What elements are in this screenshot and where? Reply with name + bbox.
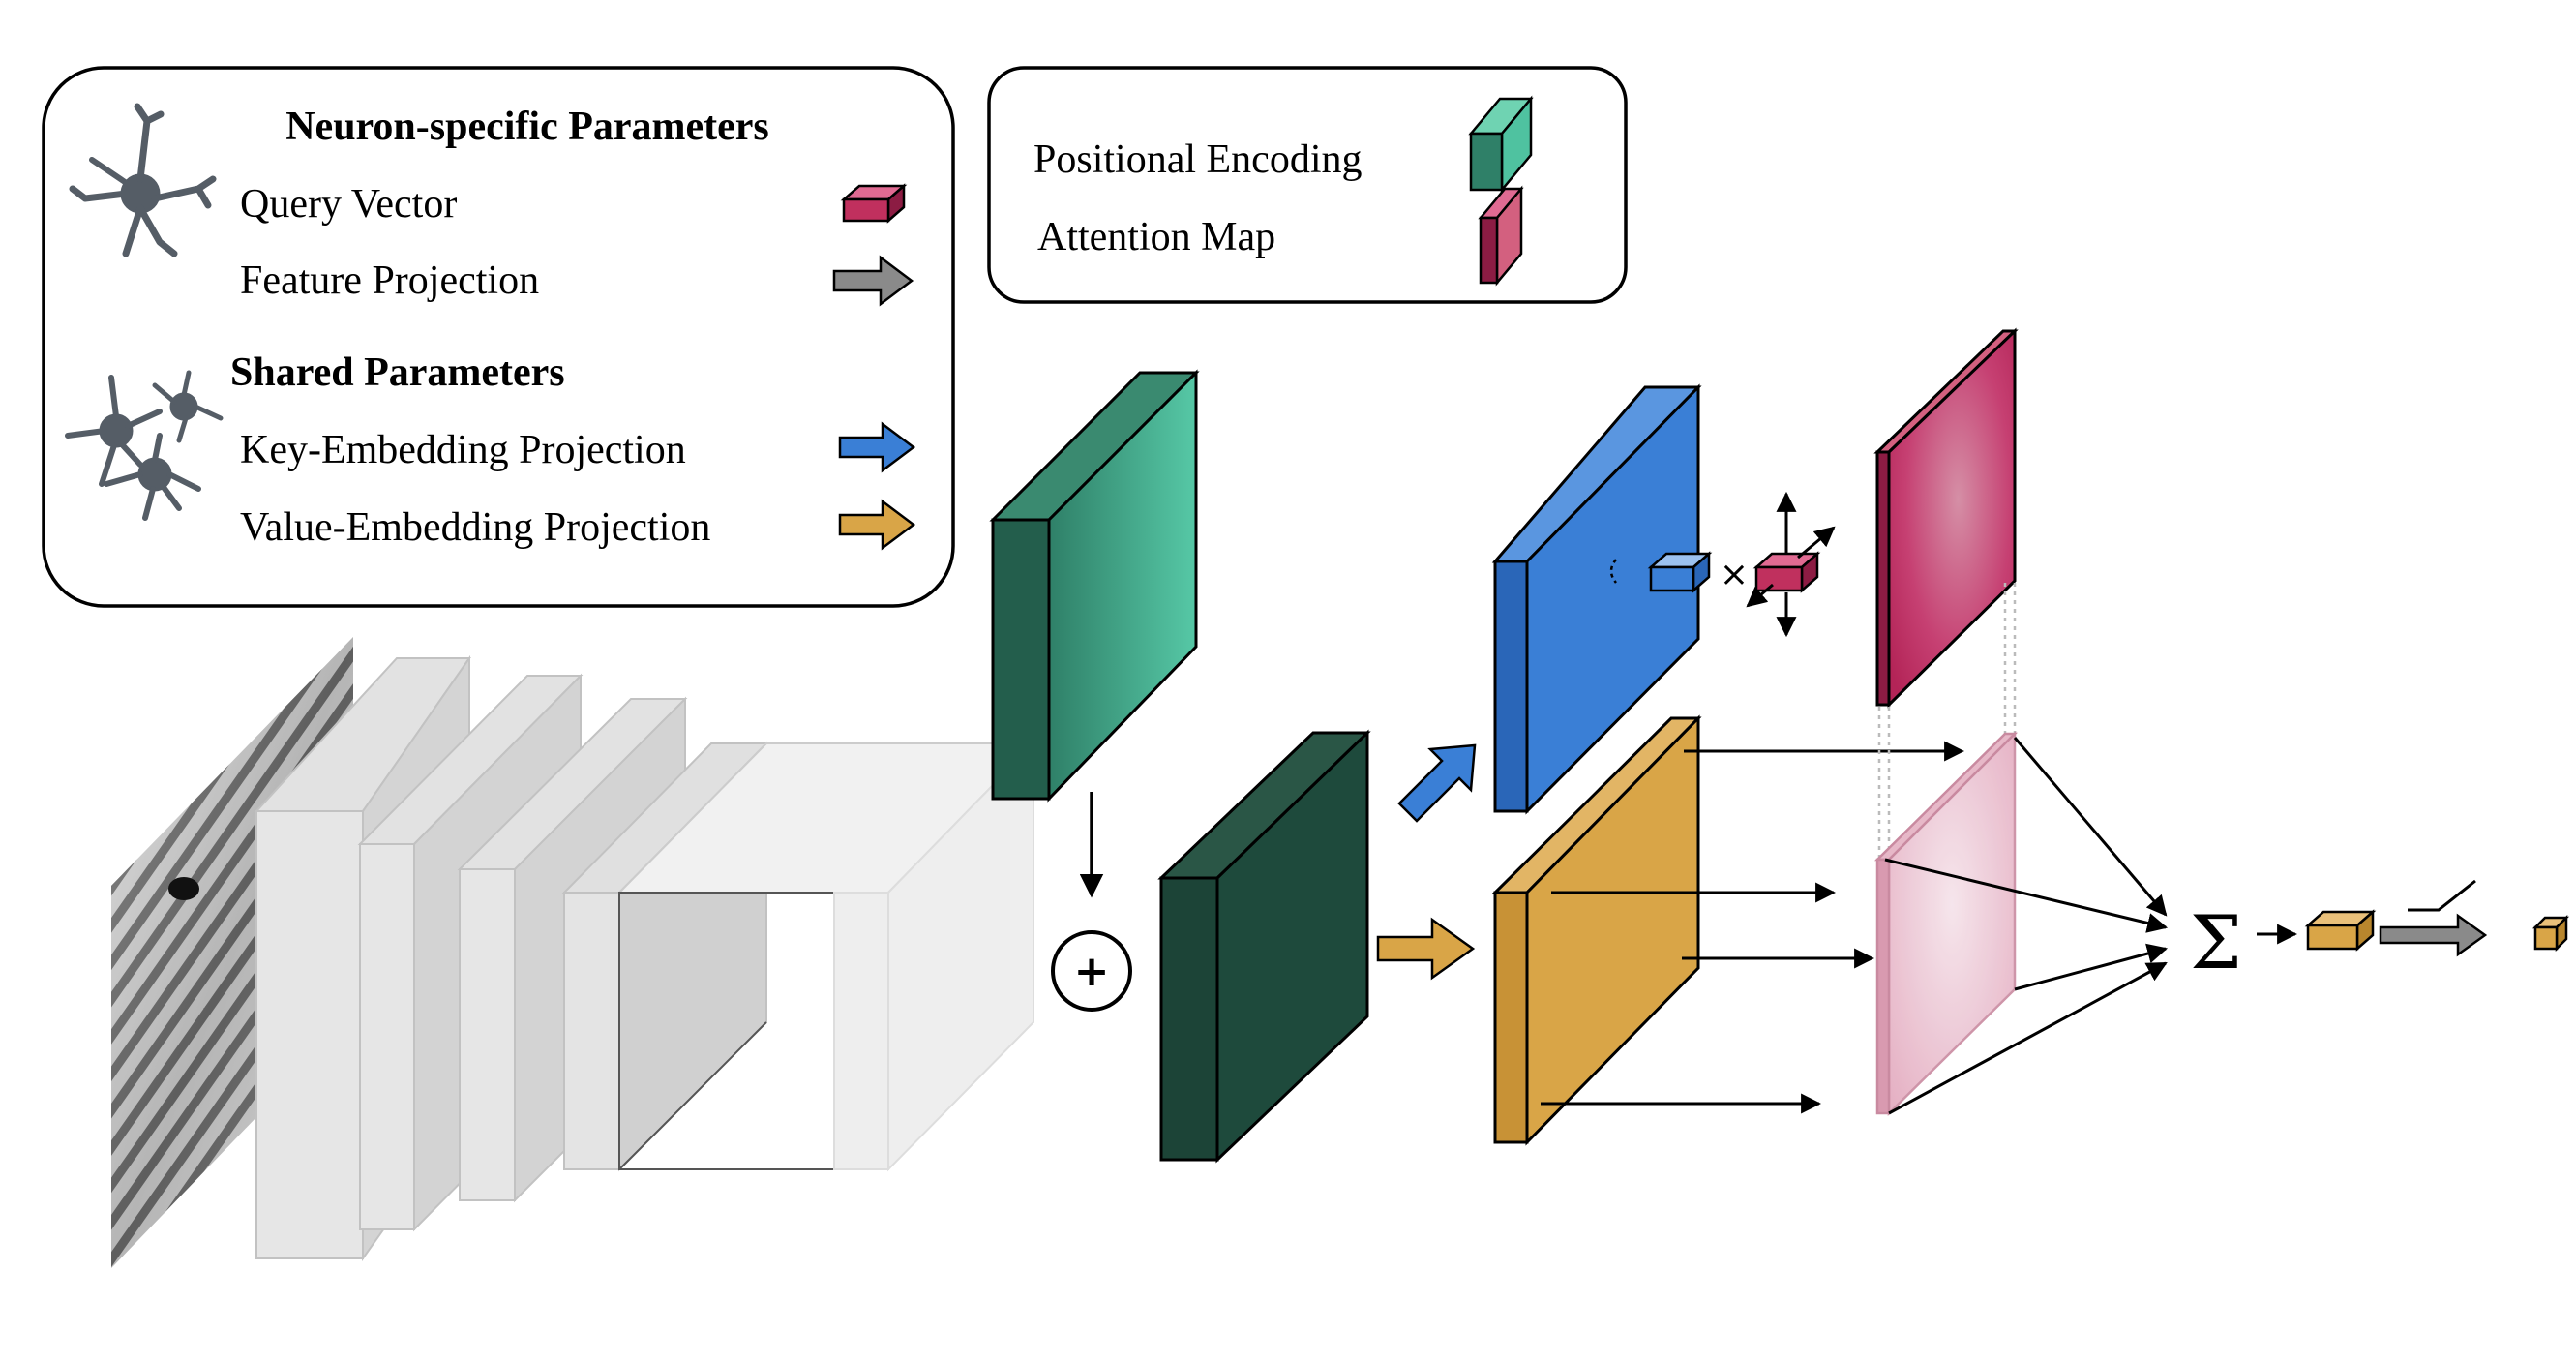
key-embedding-block xyxy=(1491,383,1702,815)
neuron-output xyxy=(2531,914,2570,953)
feature-projection-arrow-icon xyxy=(832,255,914,307)
cnn-block-5 xyxy=(616,741,1036,1172)
combined-feature-block xyxy=(1157,729,1371,1164)
legend-left-box: Neuron-specific Parameters Query Vector … xyxy=(42,66,955,608)
value-embedding-label: Value-Embedding Projection xyxy=(240,505,710,550)
positional-encoding-label: Positional Encoding xyxy=(1033,137,1363,182)
attention-map-label: Attention Map xyxy=(1037,215,1275,259)
query-vector-icon xyxy=(840,183,908,224)
key-vector-icon xyxy=(1647,551,1713,593)
positional-encoding-block xyxy=(989,369,1200,803)
key-projection-arrow xyxy=(1397,743,1477,823)
times-symbol: × xyxy=(1720,555,1749,594)
attention-map-icon xyxy=(1478,185,1524,287)
shared-neurons-icon xyxy=(65,370,224,521)
query-vector-label: Query Vector xyxy=(240,182,457,227)
add-operator: + xyxy=(1051,930,1132,1012)
sum-arrows xyxy=(1884,737,2169,1115)
tiger-eye-icon xyxy=(168,877,199,900)
plus-symbol: + xyxy=(1074,947,1110,996)
attention-projection-lines xyxy=(1877,583,2017,860)
value-embedding-arrow-icon xyxy=(838,499,916,551)
value-embedding-block xyxy=(1491,714,1702,1146)
cnn-core xyxy=(254,654,1036,1262)
weighted-attention-block xyxy=(1873,730,2019,1116)
aggregated-feature-vector xyxy=(2304,909,2377,952)
attention-map-block xyxy=(1873,327,2019,709)
key-embedding-label: Key-Embedding Projection xyxy=(240,428,686,472)
sum-symbol: Σ xyxy=(2190,899,2242,985)
value-projection-arrow xyxy=(1376,917,1476,981)
key-embedding-arrow-icon xyxy=(838,421,916,473)
neuron-icon xyxy=(69,103,217,257)
relu-icon xyxy=(2408,879,2476,912)
legend-right-box: Positional Encoding Attention Map xyxy=(987,66,1628,304)
neuron-specific-heading: Neuron-specific Parameters xyxy=(285,105,769,149)
positional-encoding-icon xyxy=(1468,95,1534,194)
readout-projection xyxy=(2379,879,2488,957)
feature-projection-label: Feature Projection xyxy=(240,258,539,303)
value-arrows xyxy=(1541,741,1965,1114)
query-vector-moving xyxy=(1752,551,1821,593)
move-arrows-icon xyxy=(1746,491,1836,638)
shared-heading: Shared Parameters xyxy=(230,350,565,395)
